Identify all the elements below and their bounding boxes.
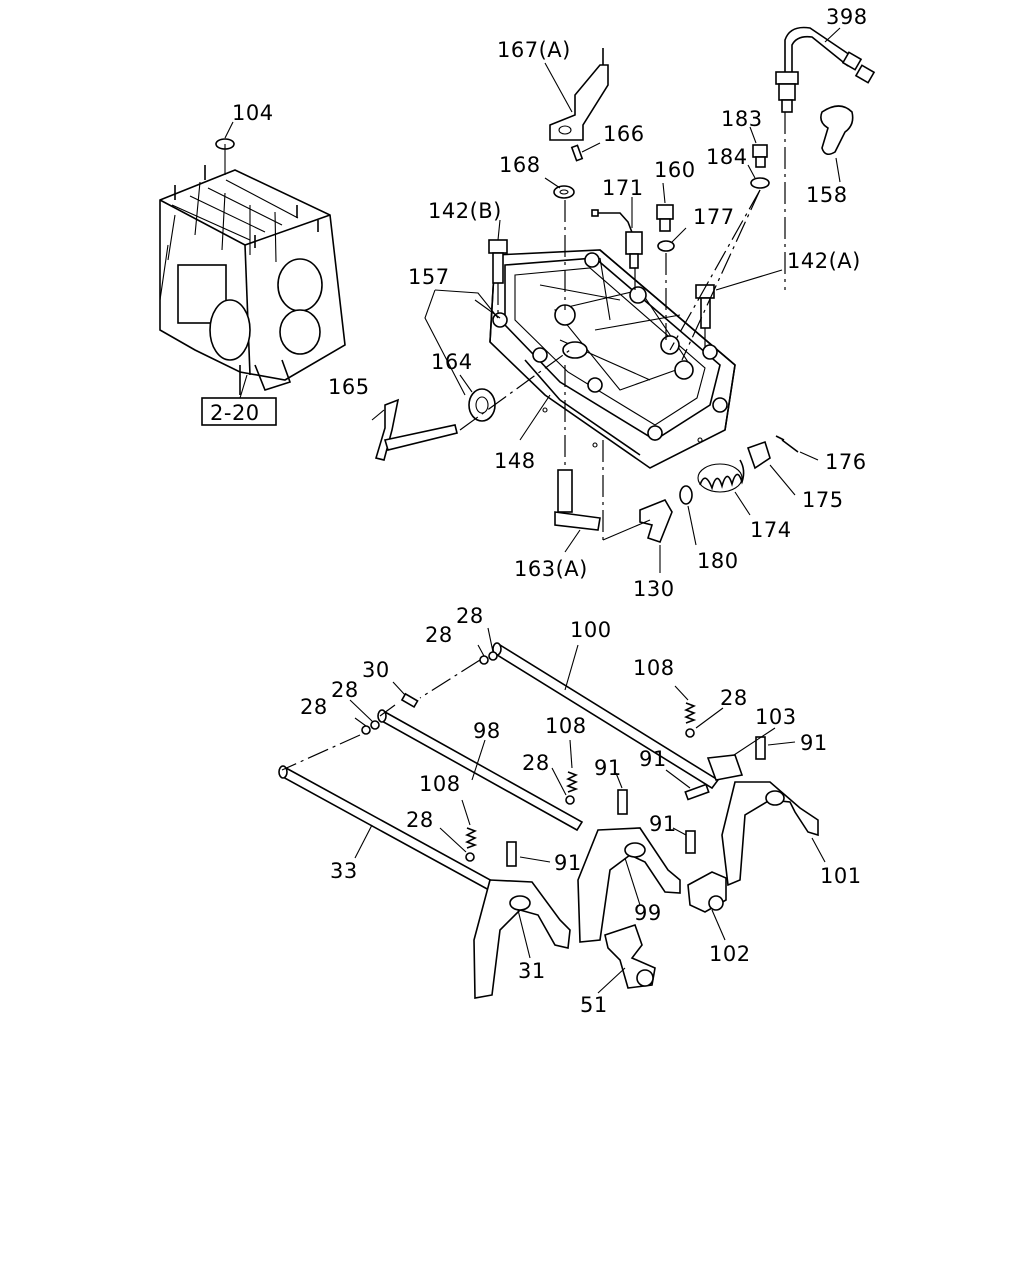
upper-small-parts xyxy=(374,26,876,543)
callout-91-e: 91 xyxy=(554,851,582,875)
callout-104: 104 xyxy=(232,101,274,125)
callout-91-d: 91 xyxy=(649,812,677,836)
callout-175: 175 xyxy=(802,488,844,512)
shift-cover-drawing xyxy=(489,249,736,469)
callout-142a: 142(A) xyxy=(787,249,861,273)
callout-168: 168 xyxy=(499,153,541,177)
callout-166: 166 xyxy=(603,122,645,146)
callout-108-c: 108 xyxy=(419,772,461,796)
callout-28-c: 28 xyxy=(331,678,359,702)
shift-rods-drawing xyxy=(278,642,819,999)
callout-398: 398 xyxy=(826,5,868,29)
callout-108-a: 108 xyxy=(633,656,675,680)
callout-157: 157 xyxy=(408,265,450,289)
callout-165: 165 xyxy=(328,375,370,399)
callout-labels: 398 167(A) 104 166 183 168 184 160 171 1… xyxy=(232,5,868,1017)
callout-99: 99 xyxy=(634,901,662,925)
callout-160: 160 xyxy=(654,158,696,182)
callout-51: 51 xyxy=(580,993,608,1017)
callout-100: 100 xyxy=(570,618,612,642)
reference-box xyxy=(201,397,277,426)
gearbox-housing-drawing xyxy=(159,138,346,395)
callout-91-c: 91 xyxy=(594,756,622,780)
callout-102: 102 xyxy=(709,942,751,966)
callout-174: 174 xyxy=(750,518,792,542)
callout-33: 33 xyxy=(330,859,358,883)
callout-148: 148 xyxy=(494,449,536,473)
callout-28-b: 28 xyxy=(425,623,453,647)
callout-108-b: 108 xyxy=(545,714,587,738)
callout-28-g: 28 xyxy=(406,808,434,832)
callout-158: 158 xyxy=(806,183,848,207)
callout-103: 103 xyxy=(755,705,797,729)
callout-163a: 163(A) xyxy=(514,557,588,581)
callout-171: 171 xyxy=(602,176,644,200)
callout-177: 177 xyxy=(693,205,735,229)
callout-142b: 142(B) xyxy=(428,199,502,223)
callout-164: 164 xyxy=(431,350,473,374)
callout-28-e: 28 xyxy=(300,695,328,719)
callout-91-b: 91 xyxy=(639,747,667,771)
callout-91-a: 91 xyxy=(800,731,828,755)
callout-183: 183 xyxy=(721,107,763,131)
callout-184: 184 xyxy=(706,145,748,169)
callout-180: 180 xyxy=(697,549,739,573)
callout-28-d: 28 xyxy=(720,686,748,710)
callout-30: 30 xyxy=(362,658,390,682)
callout-31: 31 xyxy=(518,959,546,983)
callout-130: 130 xyxy=(633,577,675,601)
reference-box-label: 2-20 xyxy=(210,401,260,425)
callout-167a: 167(A) xyxy=(497,38,571,62)
callout-101: 101 xyxy=(820,864,862,888)
callout-98: 98 xyxy=(473,719,501,743)
callout-28-f: 28 xyxy=(522,751,550,775)
callout-28-a: 28 xyxy=(456,604,484,628)
leader-lines xyxy=(224,27,841,994)
callout-176: 176 xyxy=(825,450,867,474)
